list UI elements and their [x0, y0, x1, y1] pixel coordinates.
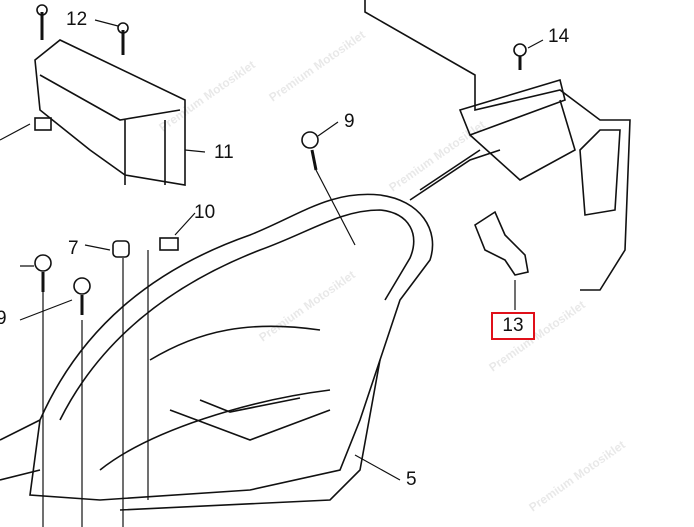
seat-box-outline — [29, 193, 434, 501]
label-9-left: 9 — [0, 308, 7, 329]
label-5: 5 — [406, 469, 417, 490]
label-14: 14 — [548, 26, 570, 47]
highlighted-label-13[interactable]: 13 — [491, 312, 535, 340]
cover-outline — [34, 39, 186, 186]
label-10: 10 — [194, 202, 216, 223]
bracket-13-part — [474, 210, 529, 276]
label-11: 11 — [214, 142, 234, 163]
label-7: 7 — [68, 238, 79, 259]
label-9-center: 9 — [344, 111, 355, 132]
label-12: 12 — [66, 9, 88, 30]
